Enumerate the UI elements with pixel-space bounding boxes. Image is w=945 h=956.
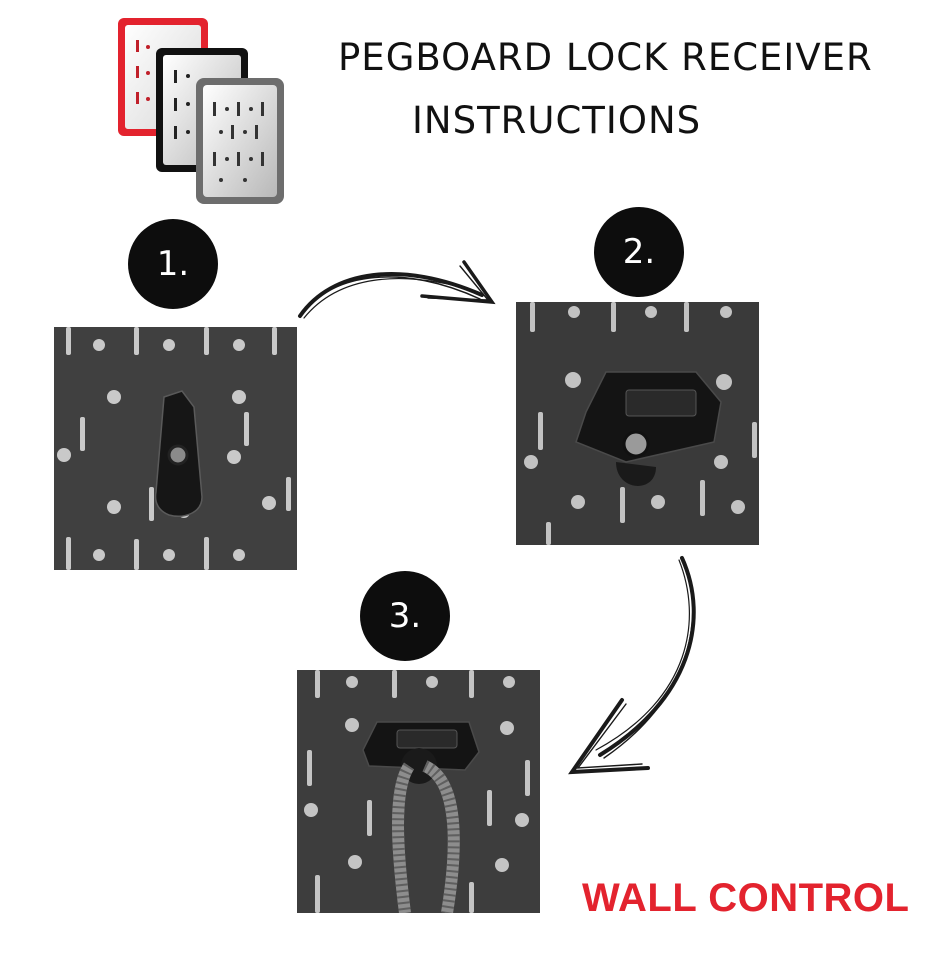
arrow-step2-to-step3-icon (568, 556, 696, 775)
step-2-photo (516, 302, 759, 545)
step-3-photo (297, 670, 540, 913)
arrow-step1-to-step2-icon (298, 260, 496, 319)
step-1-photo (54, 327, 297, 570)
title-line-2: INSTRUCTIONS (412, 99, 702, 142)
pegboard-logo-icon (112, 14, 287, 206)
step-1-badge: 1. (128, 219, 218, 309)
brand-wordmark: WALL CONTROL (582, 876, 910, 920)
step-2-badge: 2. (594, 207, 684, 297)
step-3-badge: 3. (360, 571, 450, 661)
title-line-1: PEGBOARD LOCK RECEIVER (338, 36, 873, 79)
